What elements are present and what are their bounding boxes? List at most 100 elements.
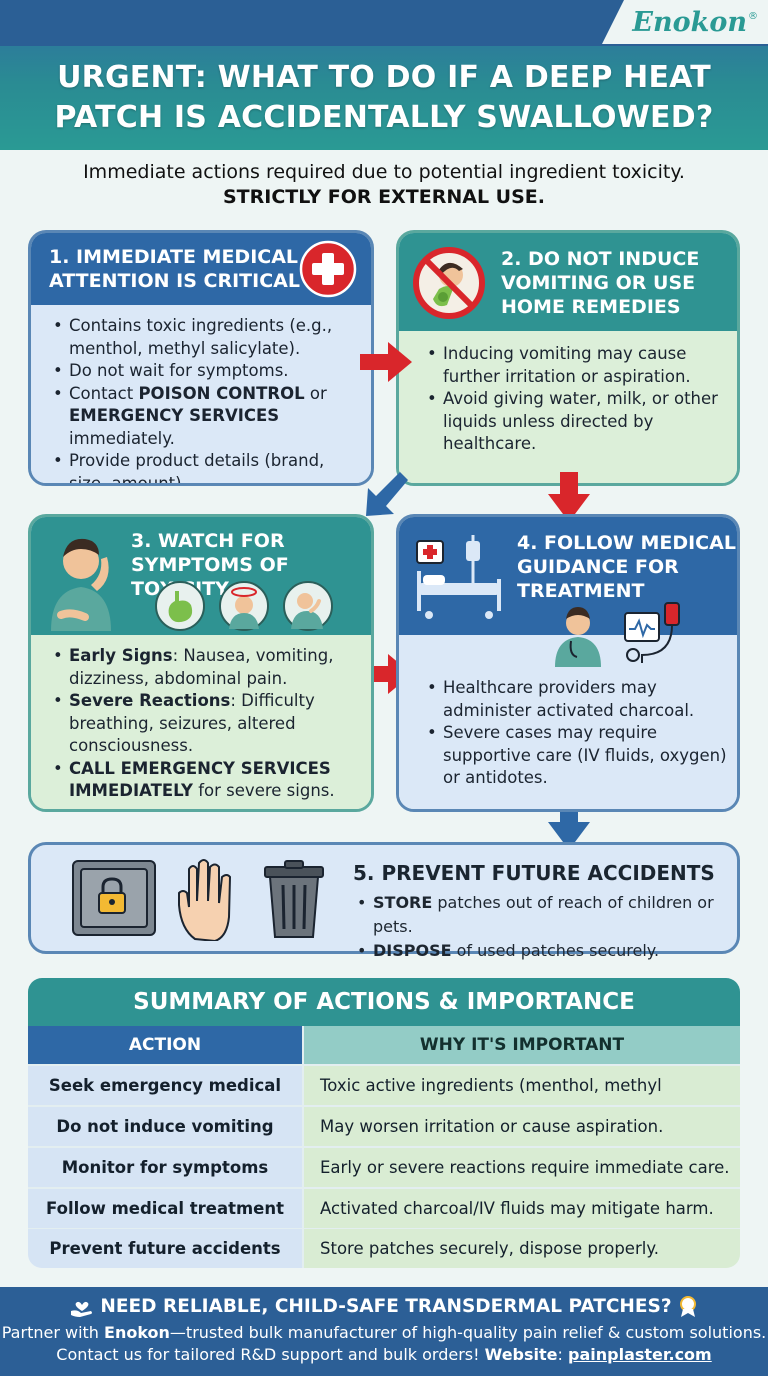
list-item: Early Signs: Nausea, vomiting,dizziness,… — [51, 645, 335, 690]
text: supportive care (IV fluids, oxygen) — [443, 745, 727, 765]
emphasis: CALL EMERGENCY SERVICES — [69, 758, 331, 778]
footer-line1: Partner with Enokon—trusted bulk manufac… — [0, 1322, 768, 1344]
cell-why: Store patches securely, dispose properly… — [304, 1229, 740, 1268]
text: Healthcare providers may — [443, 678, 657, 697]
step5-list: STORE patches out of reach of children o… — [355, 891, 737, 963]
text: or — [304, 383, 327, 403]
text: Provide product details (brand, — [69, 451, 325, 470]
page-title: URGENT: WHAT TO DO IF A DEEP HEAT PATCH … — [10, 58, 758, 138]
text: immediately. — [69, 428, 175, 448]
text: or antidotes. — [443, 768, 548, 787]
table-row: Do not induce vomiting May worsen irrita… — [28, 1107, 740, 1146]
step1-body: Contains toxic ingredients (e.g., menthol… — [31, 305, 371, 483]
logo-registered-mark: ® — [748, 10, 758, 22]
table-row: Follow medical treatment Activated charc… — [28, 1189, 740, 1228]
step1-title-l1: 1. IMMEDIATE MEDICAL — [49, 246, 299, 268]
doctor-icon — [555, 607, 601, 667]
text: Contains toxic ingredients (e.g., — [69, 316, 333, 335]
page-title-line2: PATCH IS ACCIDENTALLY SWALLOWED? — [54, 100, 714, 135]
text: : — [557, 1345, 568, 1364]
step3-list: Early Signs: Nausea, vomiting,dizziness,… — [51, 645, 335, 803]
text: : Difficulty — [230, 691, 315, 710]
text: —trusted bulk manufacturer of high-quali… — [169, 1323, 767, 1342]
step2-list: Inducing vomiting may cause further irrit… — [425, 343, 718, 456]
emphasis: Severe Reactions — [69, 691, 231, 710]
step2-title: 2. DO NOT INDUCE VOMITING OR USE HOME RE… — [501, 247, 699, 319]
step2-card: 2. DO NOT INDUCE VOMITING OR USE HOME RE… — [396, 230, 740, 486]
step3-card: 3. WATCH FOR SYMPTOMS OF TOXICITY Early … — [28, 514, 374, 812]
text: : Nausea, vomiting, — [172, 646, 334, 665]
text: Inducing vomiting may cause — [443, 344, 687, 363]
step5-title: 5. PREVENT FUTURE ACCIDENTS — [353, 861, 715, 885]
brand-name: Enokon — [104, 1323, 170, 1342]
step5-card: 5. PREVENT FUTURE ACCIDENTS STORE patche… — [28, 842, 740, 963]
list-item: Provide product details (brand, size, amo… — [51, 450, 371, 486]
cell-why: Toxic active ingredients (menthol, methy… — [304, 1066, 740, 1134]
emphasis: Early Signs — [69, 646, 173, 665]
logo[interactable]: Enokon ® — [602, 0, 768, 44]
text: Avoid giving water, milk, or other — [443, 389, 718, 408]
list-item: Contains toxic ingredients (e.g., menthol… — [51, 315, 371, 360]
subtitle-line2: STRICTLY FOR EXTERNAL USE. — [223, 186, 545, 208]
step3-header: 3. WATCH FOR SYMPTOMS OF TOXICITY — [31, 517, 371, 635]
step2-title-l1: 2. DO NOT INDUCE — [501, 248, 700, 270]
cell-action: Do not induce vomiting — [28, 1107, 302, 1146]
text: breathing, seizures, altered — [69, 713, 296, 733]
step4-header: 4. FOLLOW MEDICAL GUIDANCE FOR TREATMENT — [399, 517, 737, 635]
step2-title-l3: HOME REMEDIES — [501, 296, 681, 318]
header: Enokon ® URGENT: WHAT TO DO IF A DEEP HE… — [0, 0, 768, 150]
list-item: STORE patches out of reach of children o… — [355, 891, 737, 939]
text: healthcare. — [443, 434, 537, 453]
step1-title-l2: ATTENTION IS CRITICAL — [49, 270, 300, 292]
step4-title: 4. FOLLOW MEDICAL GUIDANCE FOR TREATMENT — [517, 531, 736, 603]
text: patches out of reach of children or pets… — [373, 893, 714, 936]
cell-action: Seek emergency medical help — [28, 1066, 302, 1134]
step1-header: 1. IMMEDIATE MEDICAL ATTENTION IS CRITIC… — [31, 233, 371, 305]
text: menthol, methyl salicylate). — [69, 338, 301, 358]
trash-can-icon — [264, 860, 324, 938]
dizzy-person-icon — [219, 581, 269, 631]
table-row: Seek emergency medical help Toxic active… — [28, 1066, 740, 1134]
step2-title-l2: VOMITING OR USE — [501, 272, 696, 294]
footer-title: NEED RELIABLE, CHILD-SAFE TRANSDERMAL PA… — [100, 1296, 672, 1317]
list-item: Avoid giving water, milk, or other liquid… — [425, 388, 718, 456]
list-item: Severe Reactions: Difficulty breathing, s… — [51, 690, 335, 758]
medical-cross-icon — [299, 240, 357, 298]
footer: NEED RELIABLE, CHILD-SAFE TRANSDERMAL PA… — [0, 1287, 768, 1376]
iv-monitor-icon — [624, 602, 680, 663]
step1-card: 1. IMMEDIATE MEDICAL ATTENTION IS CRITIC… — [28, 230, 374, 486]
arrow-right-1-icon — [360, 342, 412, 382]
footer-title-row: NEED RELIABLE, CHILD-SAFE TRANSDERMAL PA… — [0, 1295, 768, 1319]
website-link[interactable]: painplaster.com — [568, 1345, 712, 1364]
text: Contact us for tailored R&D support and … — [56, 1345, 485, 1364]
summary-table: SUMMARY OF ACTIONS & IMPORTANCE ACTION W… — [28, 978, 740, 1268]
no-vomiting-icon — [413, 247, 485, 319]
summary-title: SUMMARY OF ACTIONS & IMPORTANCE — [28, 978, 740, 1026]
text: Contact — [69, 383, 139, 403]
breathing-difficulty-icon — [283, 581, 333, 631]
step3-title-l1: 3. WATCH FOR — [131, 530, 285, 552]
emphasis: IMMEDIATELY — [69, 781, 193, 800]
text: size, amount). — [69, 473, 187, 486]
cell-why: Early or severe reactions require immedi… — [304, 1148, 740, 1187]
text: of used patches securely. — [451, 941, 660, 960]
cell-action: Follow medical treatment — [28, 1189, 302, 1228]
text: further irritation or aspiration. — [443, 366, 691, 386]
list-item: Inducing vomiting may cause further irrit… — [425, 343, 718, 388]
step1-list: Contains toxic ingredients (e.g., menthol… — [51, 315, 371, 486]
table-row: Prevent future accidents Store patches s… — [28, 1229, 740, 1268]
arrow-down-1-icon — [548, 472, 590, 522]
emphasis: POISON CONTROL — [138, 383, 305, 403]
text: liquids unless directed by — [443, 411, 654, 431]
text: Do not wait for symptoms. — [69, 361, 289, 380]
text: consciousness. — [69, 736, 194, 755]
list-item: Do not wait for symptoms. — [51, 360, 371, 383]
subtitle: Immediate actions required due to potent… — [0, 160, 768, 210]
list-item: DISPOSE of used patches securely. — [355, 939, 737, 963]
cell-action: Monitor for symptoms — [28, 1148, 302, 1187]
step2-header: 2. DO NOT INDUCE VOMITING OR USE HOME RE… — [399, 233, 737, 331]
subtitle-line1: Immediate actions required due to potent… — [83, 161, 685, 183]
